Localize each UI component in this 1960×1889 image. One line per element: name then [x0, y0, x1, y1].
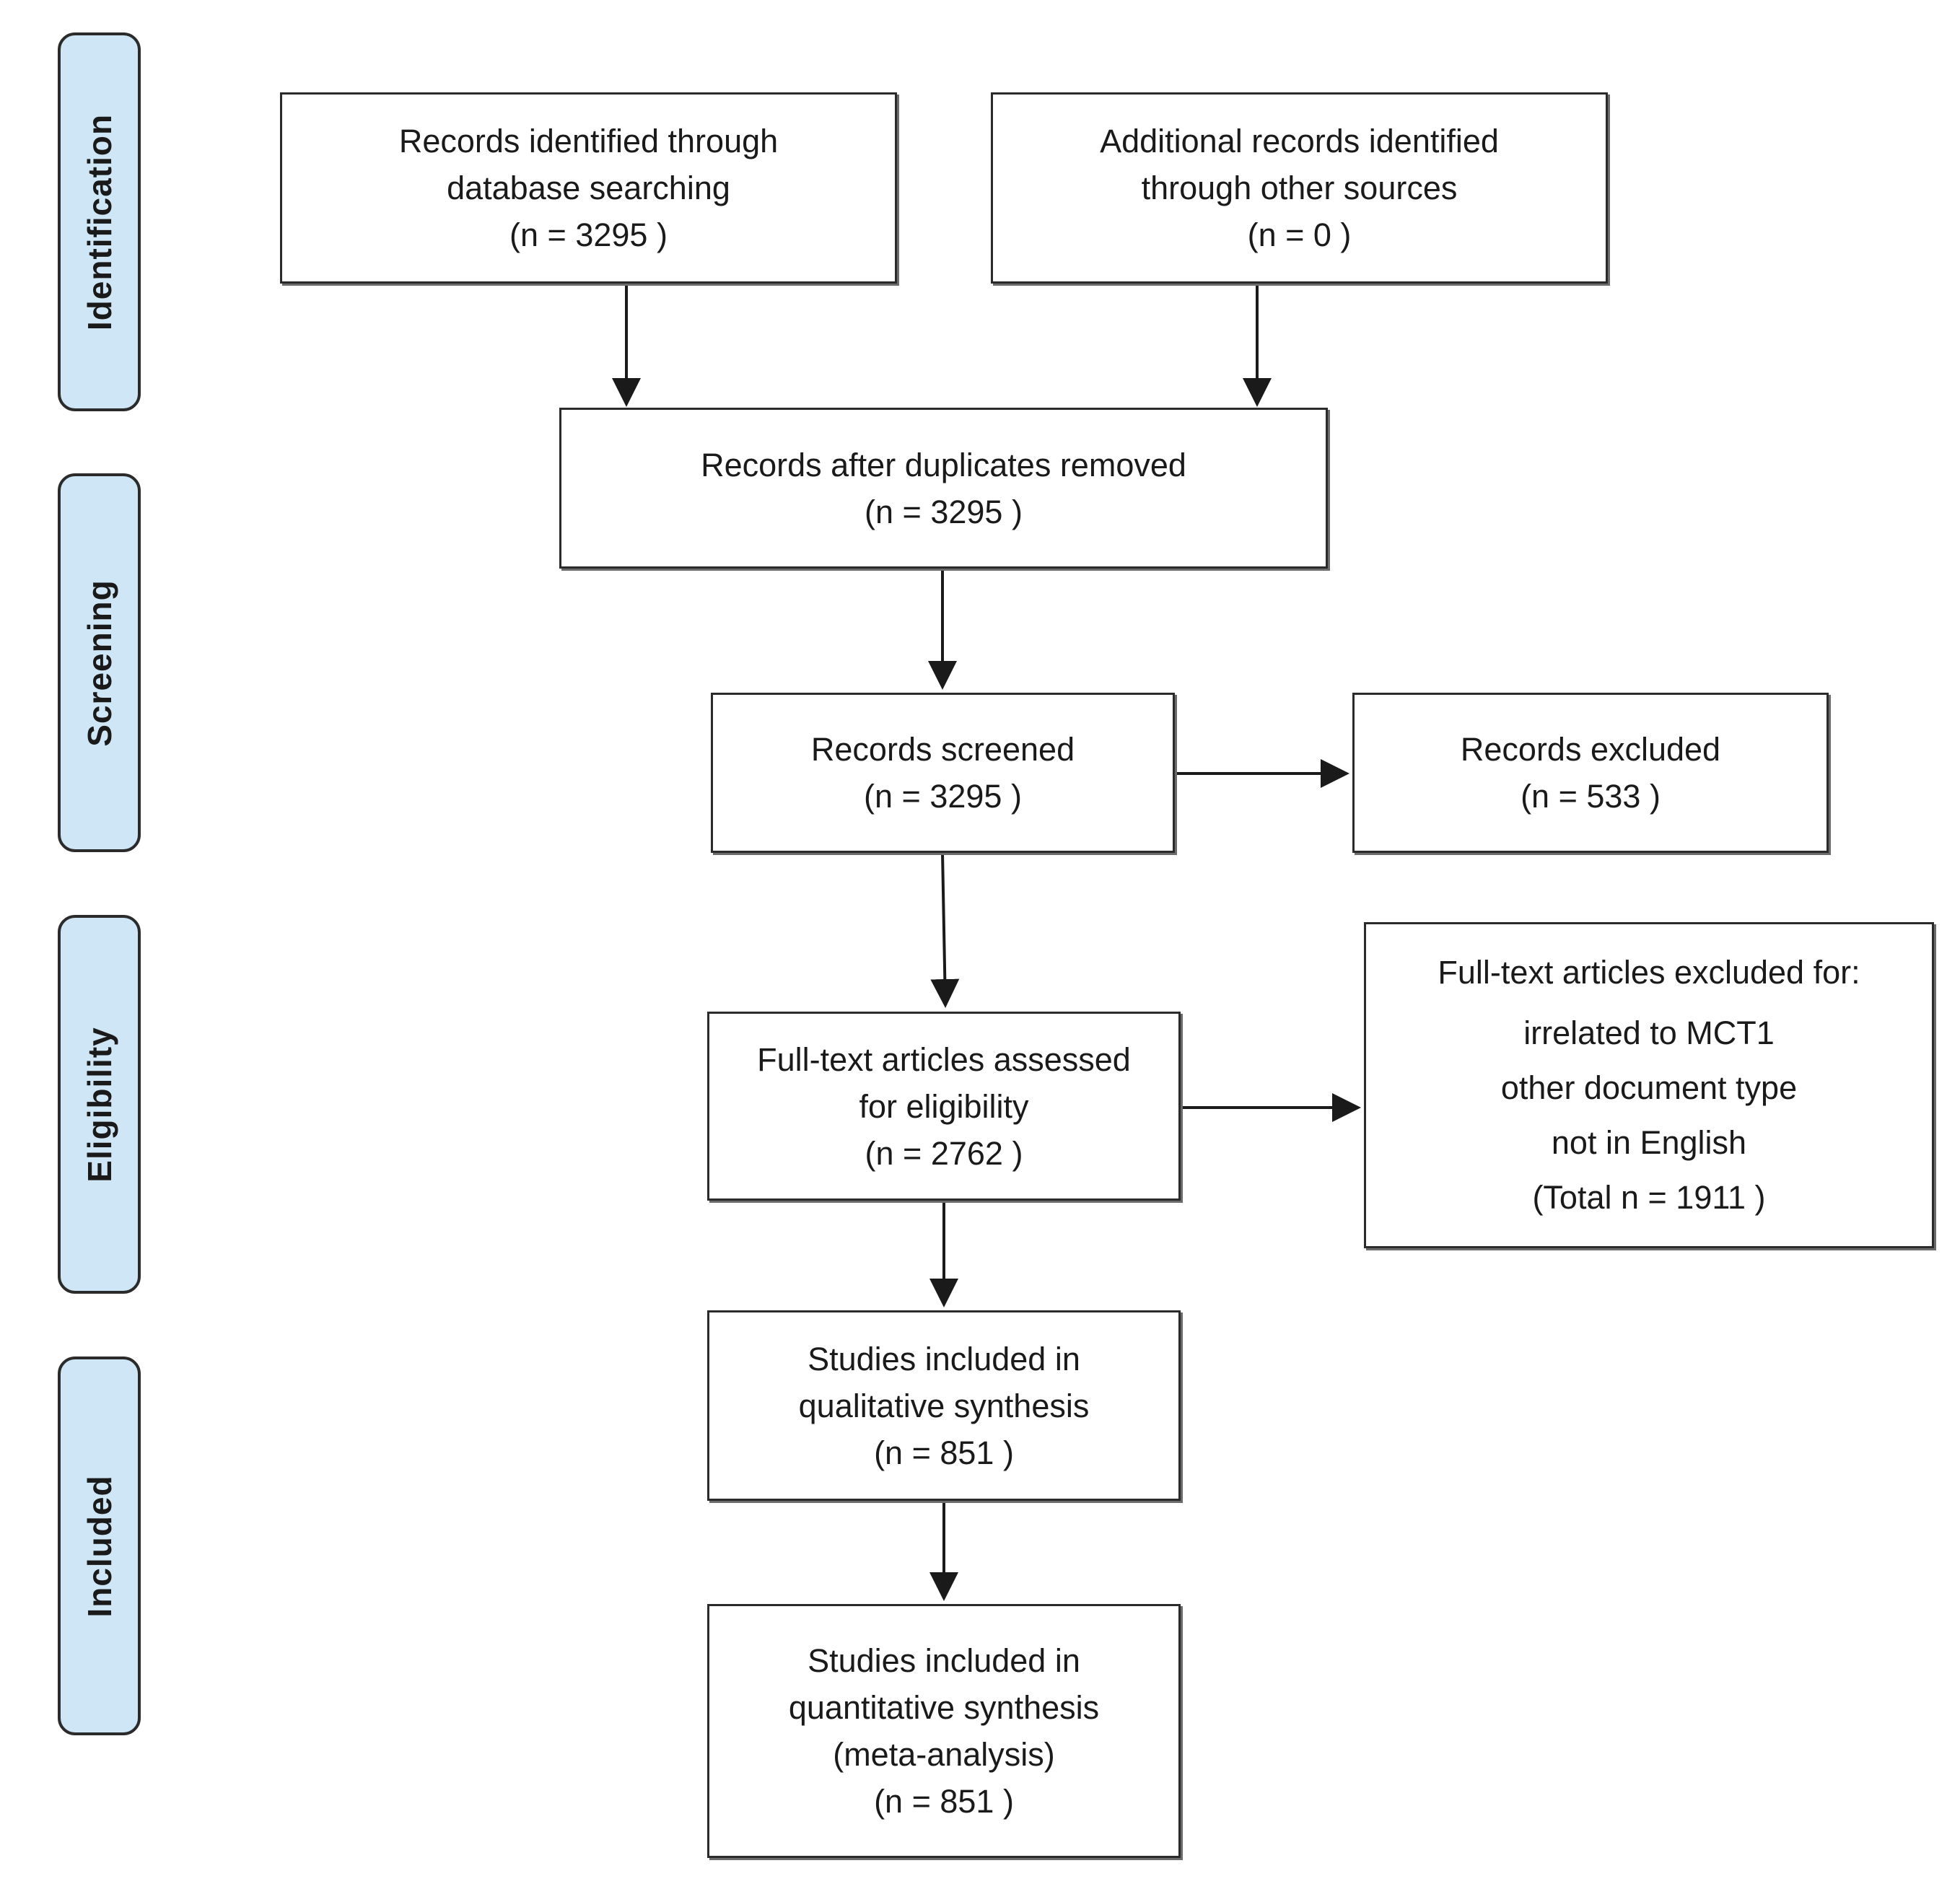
box-records-screened-line1: Records screened	[810, 731, 1075, 768]
box-other-sources-line1: Additional records identified	[1100, 123, 1499, 159]
box-other-sources-line2: through other sources	[1141, 170, 1458, 206]
box-records-excluded-count: (n = 533 )	[1521, 778, 1661, 815]
box-quantitative-synthesis: Studies included in quantitative synthes…	[707, 1604, 1181, 1858]
box-fulltext-assessed-line1: Full-text articles assessed	[757, 1040, 1131, 1078]
box-other-sources-count: (n = 0 )	[1247, 216, 1352, 253]
phase-eligibility: Eligibility	[58, 915, 141, 1294]
arrow-screened-to-fulltext	[930, 852, 960, 1008]
box-qualitative-synthesis-line2: qualitative synthesis	[798, 1387, 1090, 1424]
box-records-screened: Records screened (n = 3295 )	[711, 693, 1175, 853]
box-records-screened-count: (n = 3295 )	[864, 778, 1022, 815]
exclusion-reason-irrelated: irrelated to MCT1	[1523, 1014, 1775, 1051]
phase-identification: Identification	[58, 32, 141, 411]
box-quantitative-synthesis-count: (n = 851 )	[874, 1783, 1014, 1820]
box-qualitative-synthesis: Studies included in qualitative synthesi…	[707, 1310, 1181, 1501]
box-duplicates-removed-count: (n = 3295 )	[865, 493, 1023, 530]
box-records-excluded: Records excluded (n = 533 )	[1352, 693, 1829, 853]
box-quantitative-synthesis-line2: quantitative synthesis	[788, 1689, 1100, 1726]
phase-included: Included	[58, 1357, 141, 1735]
box-other-sources: Additional records identified through ot…	[991, 92, 1608, 284]
exclusion-reason-document-type: other document type	[1500, 1069, 1798, 1106]
box-database-search-line1: Records identified through	[398, 123, 779, 159]
box-quantitative-synthesis-line1: Studies included in	[808, 1642, 1080, 1679]
box-fulltext-excluded: Full-text articles excluded for: irrelat…	[1364, 922, 1934, 1248]
box-fulltext-excluded-count: (Total n = 1911 )	[1532, 1179, 1766, 1216]
box-quantitative-synthesis-line3: (meta-analysis)	[833, 1736, 1055, 1773]
exclusion-reason-language: not in English	[1551, 1124, 1747, 1161]
box-database-search-count: (n = 3295 )	[509, 216, 668, 253]
box-fulltext-assessed-count: (n = 2762 )	[865, 1134, 1023, 1172]
box-database-search-line2: database searching	[447, 170, 730, 206]
phase-screening: Screening	[58, 473, 141, 852]
box-fulltext-assessed-line2: for eligibility	[859, 1087, 1029, 1125]
box-qualitative-synthesis-line1: Studies included in	[808, 1340, 1080, 1377]
box-qualitative-synthesis-count: (n = 851 )	[874, 1434, 1014, 1471]
box-duplicates-removed-line1: Records after duplicates removed	[701, 446, 1186, 483]
box-fulltext-excluded-heading: Full-text articles excluded for:	[1438, 954, 1860, 991]
box-fulltext-assessed: Full-text articles assessed for eligibil…	[707, 1012, 1181, 1201]
box-duplicates-removed: Records after duplicates removed (n = 32…	[559, 408, 1328, 569]
box-records-excluded-line1: Records excluded	[1460, 731, 1721, 768]
box-database-search: Records identified through database sear…	[280, 92, 897, 284]
